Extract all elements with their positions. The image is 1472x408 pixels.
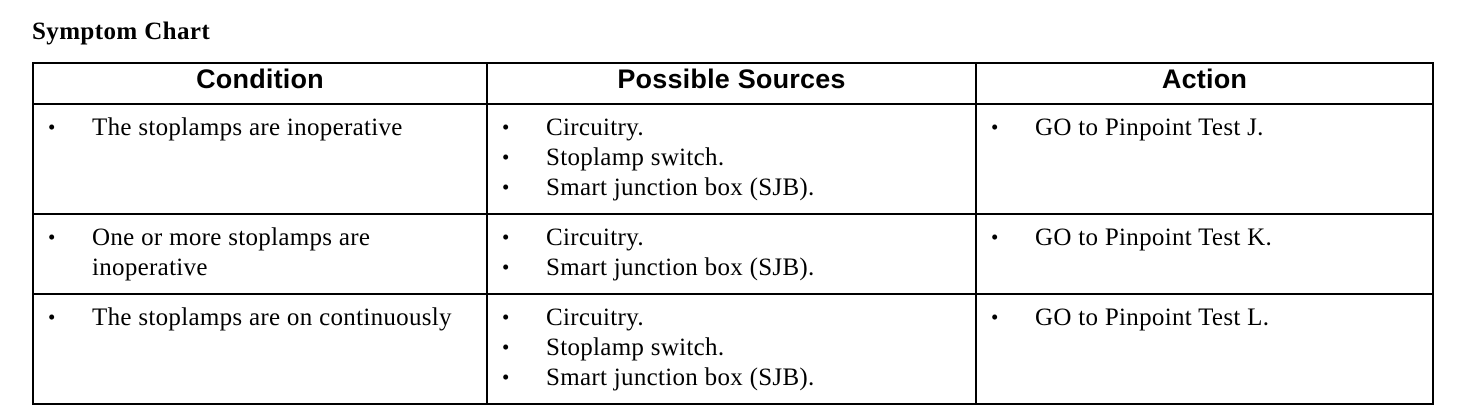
- column-header-possible-sources: Possible Sources: [486, 62, 977, 105]
- action-bullet-list: GO to Pinpoint Test J.: [977, 112, 1422, 143]
- table-header-row: Condition Possible Sources Action: [32, 62, 1434, 105]
- list-item: Circuitry.: [488, 302, 965, 333]
- symptom-chart-table: Condition Possible Sources Action The st…: [32, 62, 1434, 405]
- table-row: The stoplamps are on continuously Circui…: [32, 293, 1434, 405]
- list-item: Circuitry.: [488, 112, 965, 143]
- sources-bullet-list: Circuitry. Stoplamp switch. Smart juncti…: [488, 302, 965, 393]
- list-item: GO to Pinpoint Test K.: [977, 222, 1422, 253]
- condition-bullet-list: The stoplamps are on continuously: [34, 302, 476, 333]
- list-item: The stoplamps are inoperative: [34, 112, 476, 143]
- cell-action: GO to Pinpoint Test K.: [975, 213, 1434, 295]
- list-item: Smart junction box (SJB).: [488, 252, 965, 283]
- cell-condition: The stoplamps are inoperative: [32, 103, 488, 215]
- list-item: Smart junction box (SJB).: [488, 172, 965, 203]
- action-bullet-list: GO to Pinpoint Test L.: [977, 302, 1422, 333]
- cell-possible-sources: Circuitry. Smart junction box (SJB).: [486, 213, 977, 295]
- list-item: GO to Pinpoint Test J.: [977, 112, 1422, 143]
- sources-bullet-list: Circuitry. Stoplamp switch. Smart juncti…: [488, 112, 965, 203]
- table-row: One or more stoplamps are inoperative Ci…: [32, 213, 1434, 295]
- cell-possible-sources: Circuitry. Stoplamp switch. Smart juncti…: [486, 103, 977, 215]
- list-item: Circuitry.: [488, 222, 965, 253]
- list-item: GO to Pinpoint Test L.: [977, 302, 1422, 333]
- list-item: Stoplamp switch.: [488, 332, 965, 363]
- sources-bullet-list: Circuitry. Smart junction box (SJB).: [488, 222, 965, 283]
- table-row: The stoplamps are inoperative Circuitry.…: [32, 103, 1434, 215]
- column-header-action: Action: [975, 62, 1434, 105]
- list-item: Smart junction box (SJB).: [488, 362, 965, 393]
- cell-action: GO to Pinpoint Test L.: [975, 293, 1434, 405]
- cell-possible-sources: Circuitry. Stoplamp switch. Smart juncti…: [486, 293, 977, 405]
- cell-condition: One or more stoplamps are inoperative: [32, 213, 488, 295]
- condition-bullet-list: One or more stoplamps are inoperative: [34, 222, 476, 283]
- cell-action: GO to Pinpoint Test J.: [975, 103, 1434, 215]
- column-header-condition: Condition: [32, 62, 488, 105]
- list-item: Stoplamp switch.: [488, 142, 965, 173]
- action-bullet-list: GO to Pinpoint Test K.: [977, 222, 1422, 253]
- list-item: The stoplamps are on continuously: [34, 302, 476, 333]
- page-title: Symptom Chart: [32, 18, 211, 45]
- cell-condition: The stoplamps are on continuously: [32, 293, 488, 405]
- condition-bullet-list: The stoplamps are inoperative: [34, 112, 476, 143]
- list-item: One or more stoplamps are inoperative: [34, 222, 476, 283]
